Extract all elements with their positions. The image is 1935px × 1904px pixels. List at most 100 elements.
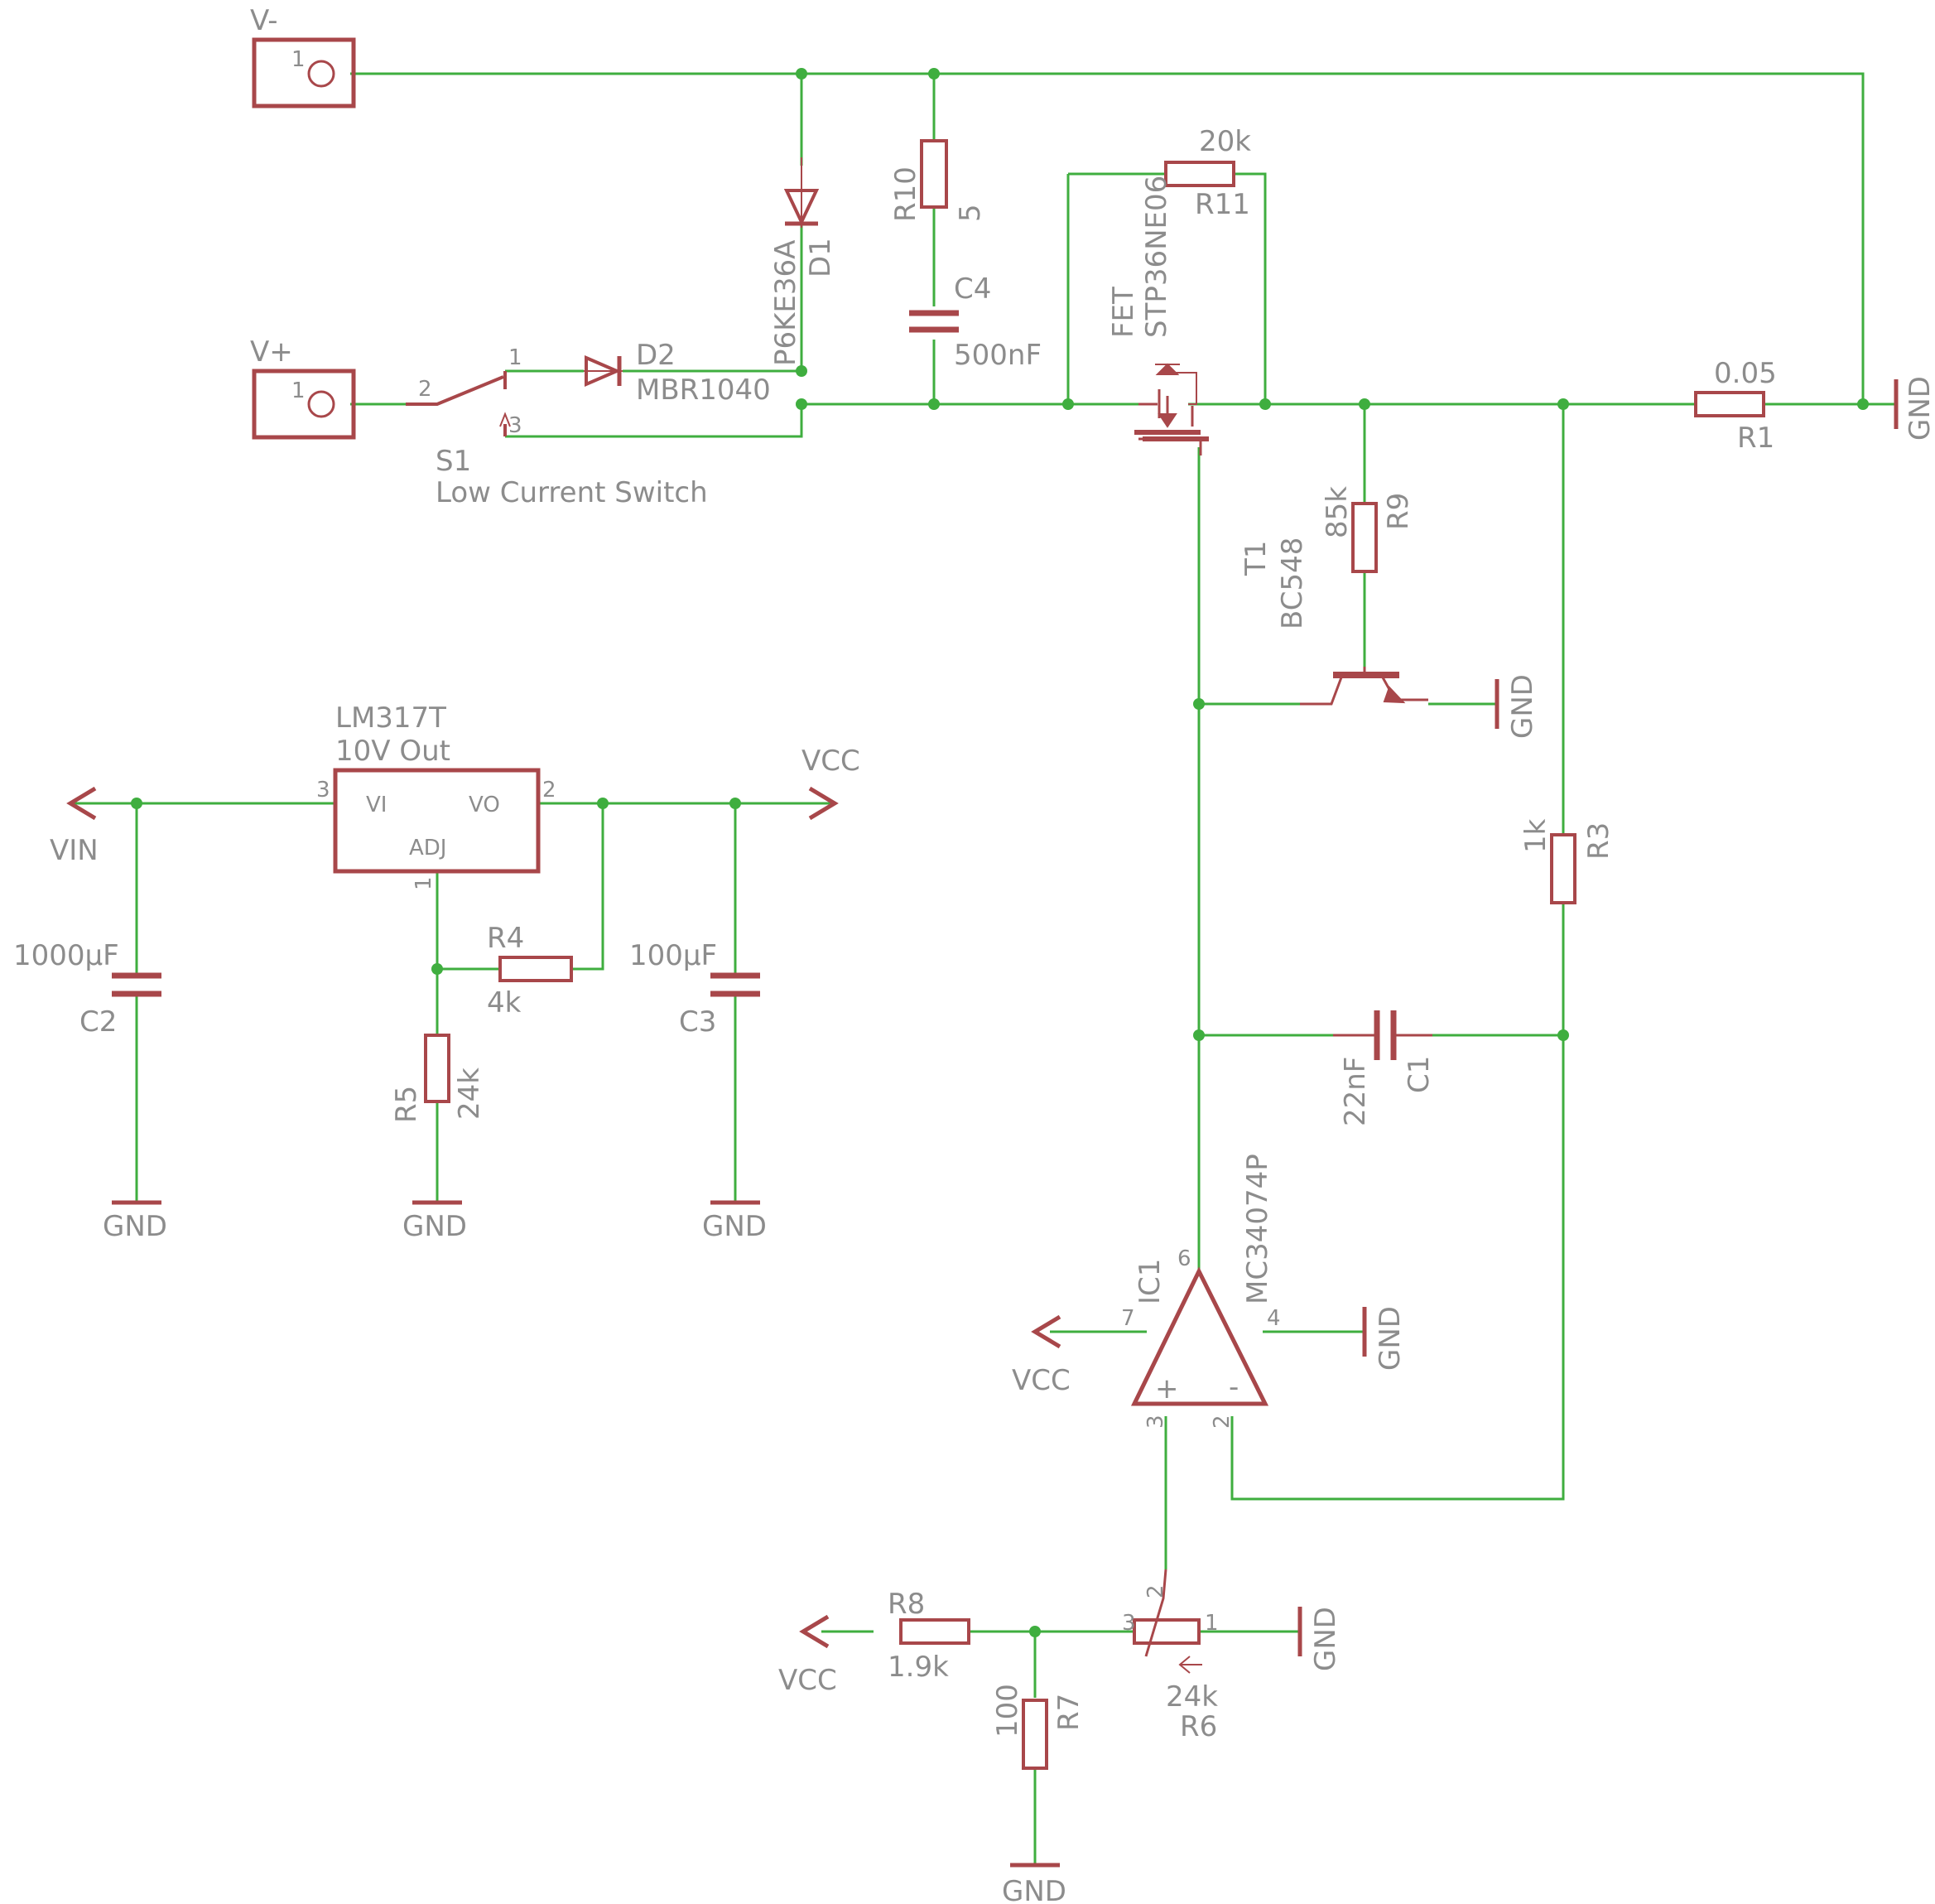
vin-label: VIN	[50, 834, 99, 867]
c2-value: 1000µF	[13, 939, 119, 972]
vcc-label-r8: VCC	[778, 1664, 837, 1697]
resistor-r8: R8 1.9k	[888, 1588, 970, 1684]
c4-value: 500nF	[954, 339, 1042, 372]
r10-name: R10	[889, 166, 922, 222]
reg-pin2: 2	[542, 778, 556, 803]
r1-name: R1	[1737, 422, 1774, 455]
r6-name: R6	[1180, 1710, 1217, 1743]
reg-vi: VI	[366, 793, 387, 817]
gnd-label-ic1: GND	[1374, 1306, 1407, 1371]
r5-name: R5	[390, 1086, 423, 1123]
v-plus-pin: 1	[291, 378, 306, 403]
r10-value: 5	[954, 204, 987, 222]
vcc-arrow-reg: VCC	[801, 745, 860, 821]
vcc-label-reg: VCC	[801, 745, 860, 778]
gnd-symbol-c2: GND	[103, 1200, 167, 1243]
resistor-r3: 1k R3	[1519, 818, 1615, 904]
r3-name: R3	[1582, 822, 1615, 860]
gnd-label-t1: GND	[1506, 674, 1539, 739]
r6-pin2: 2	[1143, 1584, 1168, 1598]
ic1-pin2: 2	[1210, 1415, 1235, 1429]
gnd-label-r7: GND	[1002, 1875, 1066, 1904]
r8-value: 1.9k	[888, 1651, 949, 1684]
fet-name: FET	[1107, 287, 1140, 338]
s1-name: S1	[436, 445, 471, 478]
ic1-pin7: 7	[1121, 1306, 1135, 1331]
gnd-symbol-r1: GND	[1894, 376, 1935, 441]
r1-value: 0.05	[1714, 357, 1777, 390]
resistor-r5: R5 24k	[390, 1034, 486, 1123]
terminal-v-plus: V+ 1	[250, 335, 356, 440]
r7-name: R7	[1052, 1694, 1085, 1731]
gnd-label-c3: GND	[702, 1210, 767, 1243]
c3-value: 100µF	[629, 939, 717, 972]
v-plus-label: V+	[250, 335, 293, 369]
s1-value: Low Current Switch	[436, 476, 708, 509]
reg-pin1: 1	[412, 876, 436, 890]
vcc-arrow-ic1: VCC	[1012, 1314, 1071, 1397]
regulator-lm317: LM317T 10V Out VI VO ADJ 3 2 1	[316, 701, 556, 890]
s1-pin2: 2	[418, 377, 432, 402]
r6-pin1: 1	[1205, 1611, 1219, 1636]
gnd-label-r5: GND	[402, 1210, 467, 1243]
wires	[70, 72, 1896, 1863]
gnd-symbol-r7: GND	[1002, 1863, 1066, 1904]
d2-value: MBR1040	[636, 374, 771, 407]
gnd-label-r1: GND	[1904, 376, 1935, 441]
capacitor-c1: 22nF C1	[1333, 1010, 1436, 1126]
gnd-symbol-ic1: GND	[1362, 1306, 1407, 1371]
vin-arrow: VIN	[50, 786, 99, 867]
reg-pin3: 3	[316, 778, 330, 803]
gnd-symbol-r6: GND	[1297, 1607, 1342, 1671]
r9-value: 85k	[1321, 486, 1354, 538]
v-minus-pin: 1	[291, 47, 306, 72]
resistor-r7: 100 R7	[991, 1684, 1085, 1770]
capacitor-c3: 100µF C3	[629, 939, 760, 1039]
diode-d2: D2 MBR1040	[584, 339, 771, 407]
resistor-r4: R4 4k	[487, 922, 573, 1019]
ic1-pin3: 3	[1143, 1415, 1168, 1429]
resistor-r1: 0.05 R1	[1694, 357, 1777, 455]
vcc-label-ic1: VCC	[1012, 1364, 1071, 1397]
reg-vo: VO	[469, 793, 500, 817]
v-minus-label: V-	[250, 4, 278, 37]
gnd-label-r6: GND	[1309, 1607, 1342, 1671]
r4-name: R4	[487, 922, 524, 955]
reg-adj: ADJ	[409, 836, 446, 860]
c4-name: C4	[954, 272, 991, 306]
terminal-v-minus: V- 1	[250, 4, 356, 108]
capacitor-c4: C4 500nF	[909, 272, 1042, 372]
switch-s1: 2 1 3 S1 Low Current Switch	[406, 345, 708, 509]
mosfet-fet: FET STP36NE06	[1107, 176, 1209, 456]
r5-value: 24k	[453, 1068, 486, 1120]
r11-name: R11	[1195, 188, 1250, 221]
potentiometer-r6: 3 1 2 24k R6	[1122, 1569, 1219, 1743]
r7-value: 100	[991, 1684, 1024, 1738]
gnd-symbol-t1: GND	[1495, 674, 1539, 739]
ic1-minus: -	[1229, 1371, 1239, 1404]
capacitor-c2: 1000µF C2	[13, 939, 161, 1039]
transistor-t1: T1 BC548	[1239, 537, 1428, 706]
resistor-r9: 85k R9	[1321, 486, 1415, 573]
r6-value: 24k	[1166, 1680, 1218, 1714]
d1-name: D1	[804, 238, 837, 277]
c3-name: C3	[679, 1005, 716, 1039]
opamp-ic1: + - 6 7 4 3 2 IC1 MC34074P	[1121, 1154, 1281, 1429]
d2-name: D2	[636, 339, 676, 372]
ic1-value: MC34074P	[1241, 1154, 1274, 1304]
reg-value: 10V Out	[335, 735, 450, 768]
ic1-name: IC1	[1134, 1259, 1167, 1304]
c1-value: 22nF	[1339, 1057, 1372, 1126]
ic1-plus: +	[1155, 1372, 1179, 1405]
gnd-label-c2: GND	[103, 1210, 167, 1243]
d1-value: P6KE36A	[769, 240, 802, 366]
junctions	[131, 68, 1869, 1637]
r3-value: 1k	[1519, 818, 1552, 853]
r8-name: R8	[888, 1588, 925, 1621]
fet-value: STP36NE06	[1140, 176, 1173, 338]
ic1-pin4: 4	[1267, 1306, 1281, 1331]
vcc-arrow-r8: VCC	[778, 1614, 837, 1697]
r6-pin3: 3	[1122, 1611, 1136, 1636]
r11-value: 20k	[1199, 125, 1251, 158]
